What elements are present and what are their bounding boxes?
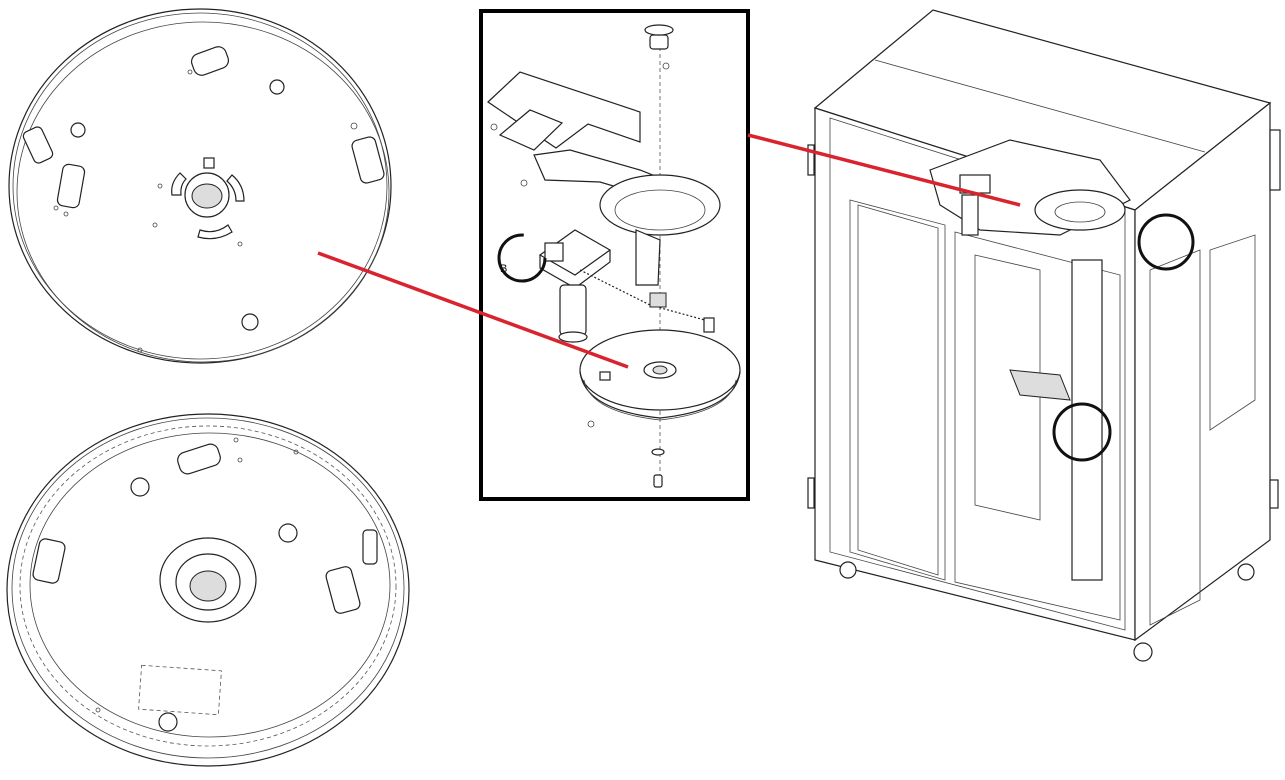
detail-callout-label: B — [500, 263, 507, 275]
leader-line-cabinet — [747, 133, 1021, 207]
cabinet-assembly — [807, 9, 1281, 662]
turntable-plate-top — [8, 8, 392, 364]
turntable-plate-bottom — [6, 413, 410, 767]
exploded-view-panel: B — [479, 9, 750, 501]
leader-line-plate — [317, 251, 629, 369]
detail-callout-circle — [497, 233, 547, 283]
highlight-circle-middle — [1052, 402, 1112, 462]
highlight-circle-top — [1137, 213, 1195, 271]
